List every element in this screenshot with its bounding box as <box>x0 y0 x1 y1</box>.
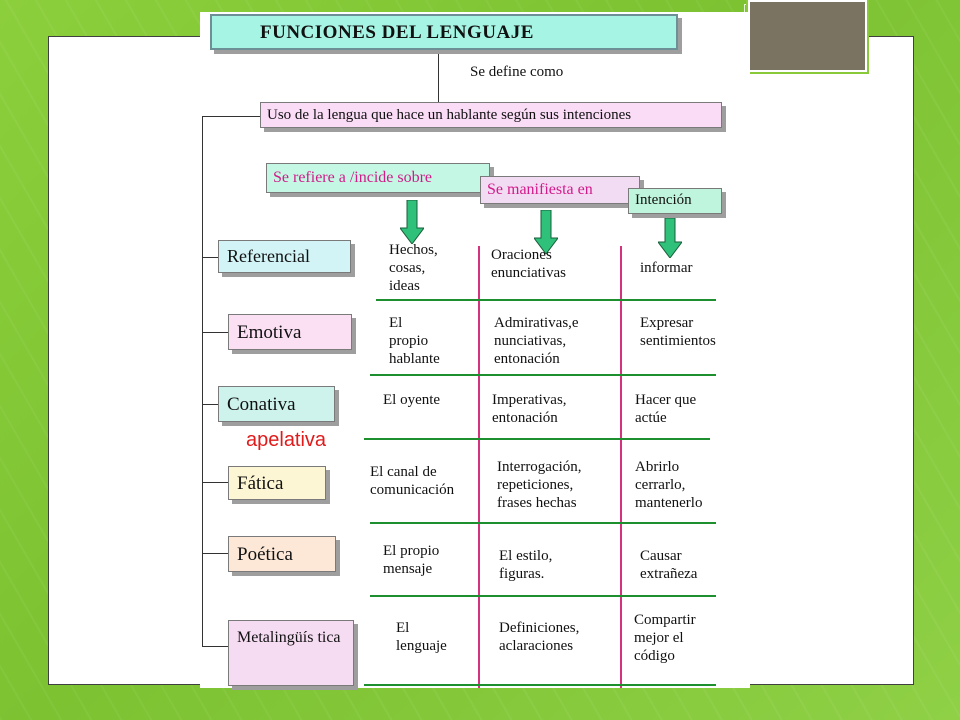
header-intention: Intención <box>628 188 722 214</box>
title-placeholder-block <box>746 0 869 74</box>
cell-manifests: Imperativas, entonación <box>492 392 567 426</box>
cell-intention: Expresar sentimientos <box>640 315 716 349</box>
down-arrow-icon <box>400 200 424 244</box>
cell-refers: El propio hablante <box>389 315 440 367</box>
row-divider <box>370 522 716 524</box>
cell-intention: Compartir mejor el código <box>634 612 696 664</box>
annotation-apelativa: apelativa <box>246 429 327 451</box>
cell-intention: Causar extrañeza <box>640 548 698 582</box>
row-divider <box>370 374 716 376</box>
down-arrow-icon <box>658 218 682 258</box>
defined-as-label: Se define como <box>470 64 564 80</box>
connector-fatica <box>202 482 228 483</box>
row-divider <box>364 684 716 686</box>
concept-map: Se define como FUNCIONES DEL LENGUAJE Us… <box>200 12 750 688</box>
cell-intention: Abrirlo cerrarlo, mantenerlo <box>635 459 703 511</box>
cell-manifests: Admirativas,e nunciativas, entonación <box>494 315 579 367</box>
cell-manifests: Definiciones, aclaraciones <box>499 620 580 654</box>
row-divider <box>376 299 716 301</box>
definition-box: Uso de la lengua que hace un hablante se… <box>260 102 722 128</box>
function-metalinguistica: Metalingüís tica <box>228 620 354 686</box>
cell-refers: El oyente <box>383 392 441 408</box>
cell-refers: El canal de comunicación <box>370 464 455 498</box>
header-refers-to: Se refiere a /incide sobre <box>266 163 490 193</box>
connector-left-spine <box>202 116 203 646</box>
cell-intention: informar <box>640 260 693 276</box>
row-divider <box>370 595 716 597</box>
cell-refers: Hechos, cosas, ideas <box>389 242 438 294</box>
header-manifests-in: Se manifiesta en <box>480 176 640 204</box>
connector-metalinguistica <box>202 646 228 647</box>
connector-conativa <box>202 404 218 405</box>
connector-emotiva <box>202 332 228 333</box>
cell-intention: Hacer que actúe <box>635 392 697 426</box>
cell-manifests: Oraciones enunciativas <box>491 247 566 281</box>
connector-title-down <box>438 52 439 114</box>
cell-manifests: Interrogación, repeticiones, frases hech… <box>497 459 582 511</box>
column-divider <box>478 246 480 688</box>
column-divider <box>620 246 622 688</box>
function-conativa: Conativa <box>218 386 335 422</box>
function-poetica: Poética <box>228 536 336 572</box>
function-emotiva: Emotiva <box>228 314 352 350</box>
function-referencial: Referencial <box>218 240 351 273</box>
connector-spine-to-definition <box>202 116 260 117</box>
down-arrow-icon <box>534 210 558 254</box>
function-fatica: Fática <box>228 466 326 500</box>
connector-referencial <box>202 257 218 258</box>
cell-refers: El propio mensaje <box>383 543 440 577</box>
cell-manifests: El estilo, figuras. <box>499 548 553 582</box>
connector-poetica <box>202 553 228 554</box>
diagram-title: FUNCIONES DEL LENGUAJE <box>210 14 678 50</box>
row-divider <box>364 438 710 440</box>
cell-refers: El lenguaje <box>396 620 447 654</box>
